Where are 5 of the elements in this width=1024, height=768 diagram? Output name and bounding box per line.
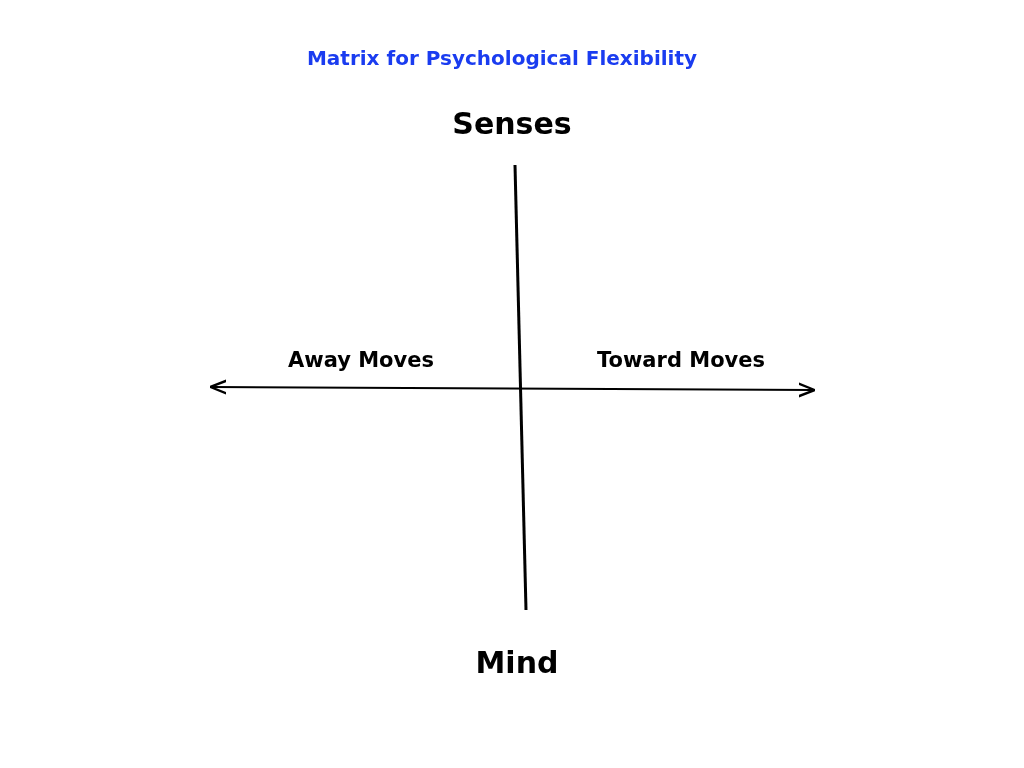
- quadrant-label: Away Moves: [288, 348, 434, 372]
- diagram-title: Matrix for Psychological Flexibility: [306, 46, 698, 70]
- quadrant-label: Toward Moves: [597, 348, 765, 372]
- axis-label: Mind: [475, 644, 559, 680]
- axis-label: Senses: [452, 105, 572, 141]
